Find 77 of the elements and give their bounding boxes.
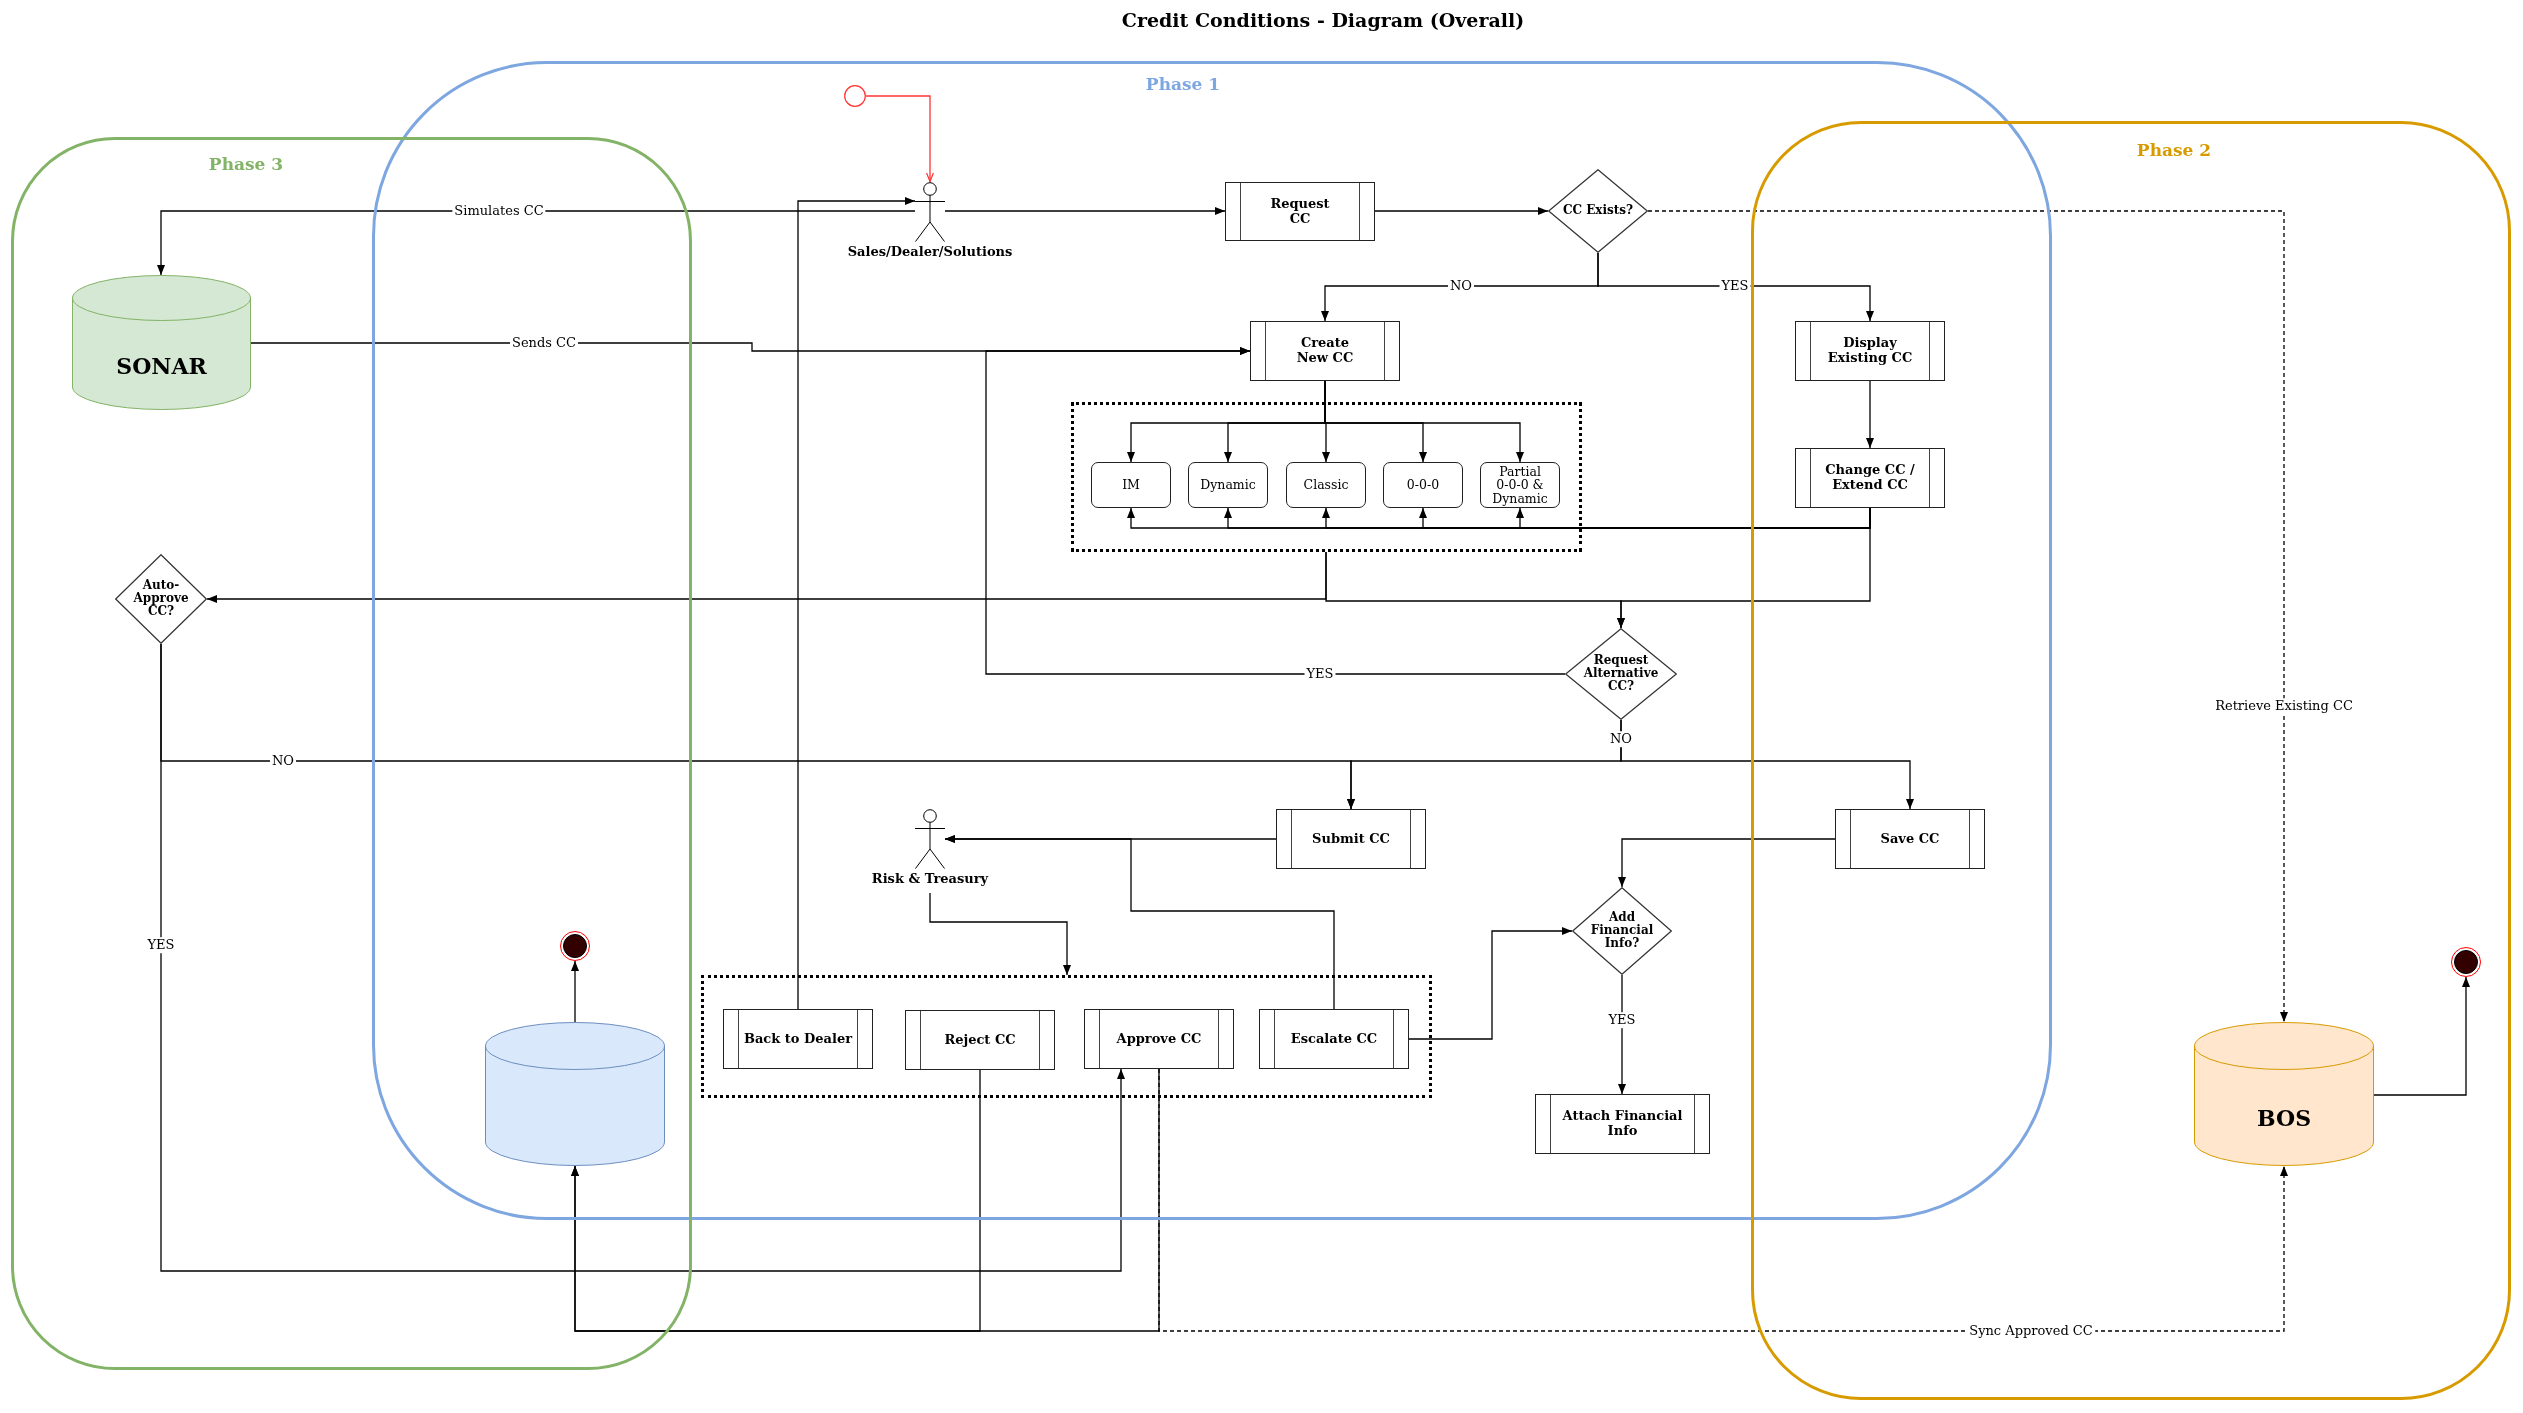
arrow [157, 210, 916, 276]
process-step [1795, 321, 1945, 381]
step-label: Escalate CC [1290, 1031, 1378, 1047]
arrow [865, 95, 934, 183]
decision-label: Request Alternative CC? [1582, 654, 1660, 694]
process-step [1795, 448, 1945, 508]
option-label: Partial 0-0-0 & Dynamic [1492, 465, 1548, 505]
phase-container [1751, 121, 2511, 1400]
option-label: 0-0-0 [1406, 478, 1440, 492]
decision-label: Add Financial Info? [1589, 911, 1655, 951]
arrow [1597, 252, 1874, 322]
arrow [797, 197, 916, 1010]
group-frame [1071, 402, 1582, 552]
end-state-icon [2451, 947, 2481, 977]
diagram-title: Credit Conditions - Diagram (Overall) [1121, 9, 1525, 31]
actor-label: Risk & Treasury [871, 871, 989, 886]
arrow [944, 835, 1335, 1010]
step-label: Create New CC [1295, 336, 1355, 366]
option-label: Dynamic [1200, 478, 1256, 492]
arrow [1618, 838, 1836, 888]
process-step [1225, 182, 1375, 241]
arrow [985, 347, 1566, 675]
option-box [1286, 462, 1366, 508]
option-box [1188, 462, 1268, 508]
option-label: Classic [1303, 478, 1349, 492]
end-state-icon [560, 931, 590, 961]
process-step [1259, 1009, 1409, 1069]
step-label: Reject CC [944, 1032, 1016, 1048]
process-step [1250, 321, 1400, 381]
arrow [1374, 207, 1549, 215]
process-step [1276, 809, 1426, 869]
option-box [1091, 462, 1171, 508]
step-label: Submit CC [1312, 831, 1390, 847]
arrow [1408, 927, 1573, 1040]
process-step [1535, 1094, 1710, 1154]
process-step [1084, 1009, 1234, 1069]
arrow [1620, 719, 1914, 810]
arrow [1618, 974, 1626, 1095]
process-step [905, 1010, 1055, 1070]
step-label: Request CC [1269, 196, 1331, 227]
phase-title: Phase 3 [208, 154, 284, 174]
option-box [1383, 462, 1463, 508]
edge-label: YES [1606, 1012, 1638, 1028]
step-label: Attach Financial Info [1561, 1109, 1684, 1139]
actor-label: Sales/Dealer/Solutions [847, 244, 1013, 259]
arrow [929, 892, 1071, 976]
database-label: SONAR [116, 352, 207, 379]
arrow [1516, 507, 1871, 529]
process-step [1835, 809, 1985, 869]
step-label: Save CC [1880, 831, 1940, 847]
arrow [1647, 210, 2288, 1023]
step-label: Change CC / Extend CC [1824, 463, 1916, 493]
arrow [1324, 380, 1524, 463]
phase-title: Phase 1 [1145, 74, 1221, 94]
arrow [160, 643, 1125, 1272]
edge-label: YES [145, 937, 177, 953]
edge-label: NO [1608, 731, 1634, 747]
decision-label: Auto-Approve CC? [132, 579, 190, 619]
step-label: Display Existing CC [1826, 336, 1914, 366]
step-label: Approve CC [1116, 1031, 1202, 1047]
arrow [1866, 380, 1874, 449]
arrow [571, 960, 579, 1023]
decision-label: CC Exists? [1562, 204, 1634, 218]
process-step [723, 1009, 873, 1069]
edge-label: Retrieve Existing CC [2213, 698, 2355, 714]
start-state-icon [844, 85, 866, 107]
edge-label: Sync Approved CC [1967, 1323, 2095, 1339]
phase-title: Phase 2 [2136, 140, 2212, 160]
step-label: Back to Dealer [743, 1031, 853, 1047]
arrow [944, 207, 1226, 215]
option-box [1480, 462, 1560, 508]
group-frame [701, 975, 1432, 1098]
phase-container [11, 137, 692, 1370]
arrow [1158, 1068, 2288, 1332]
arrow [2373, 976, 2470, 1096]
option-label: IM [1122, 478, 1140, 492]
database-label: BOS [2256, 1105, 2312, 1131]
